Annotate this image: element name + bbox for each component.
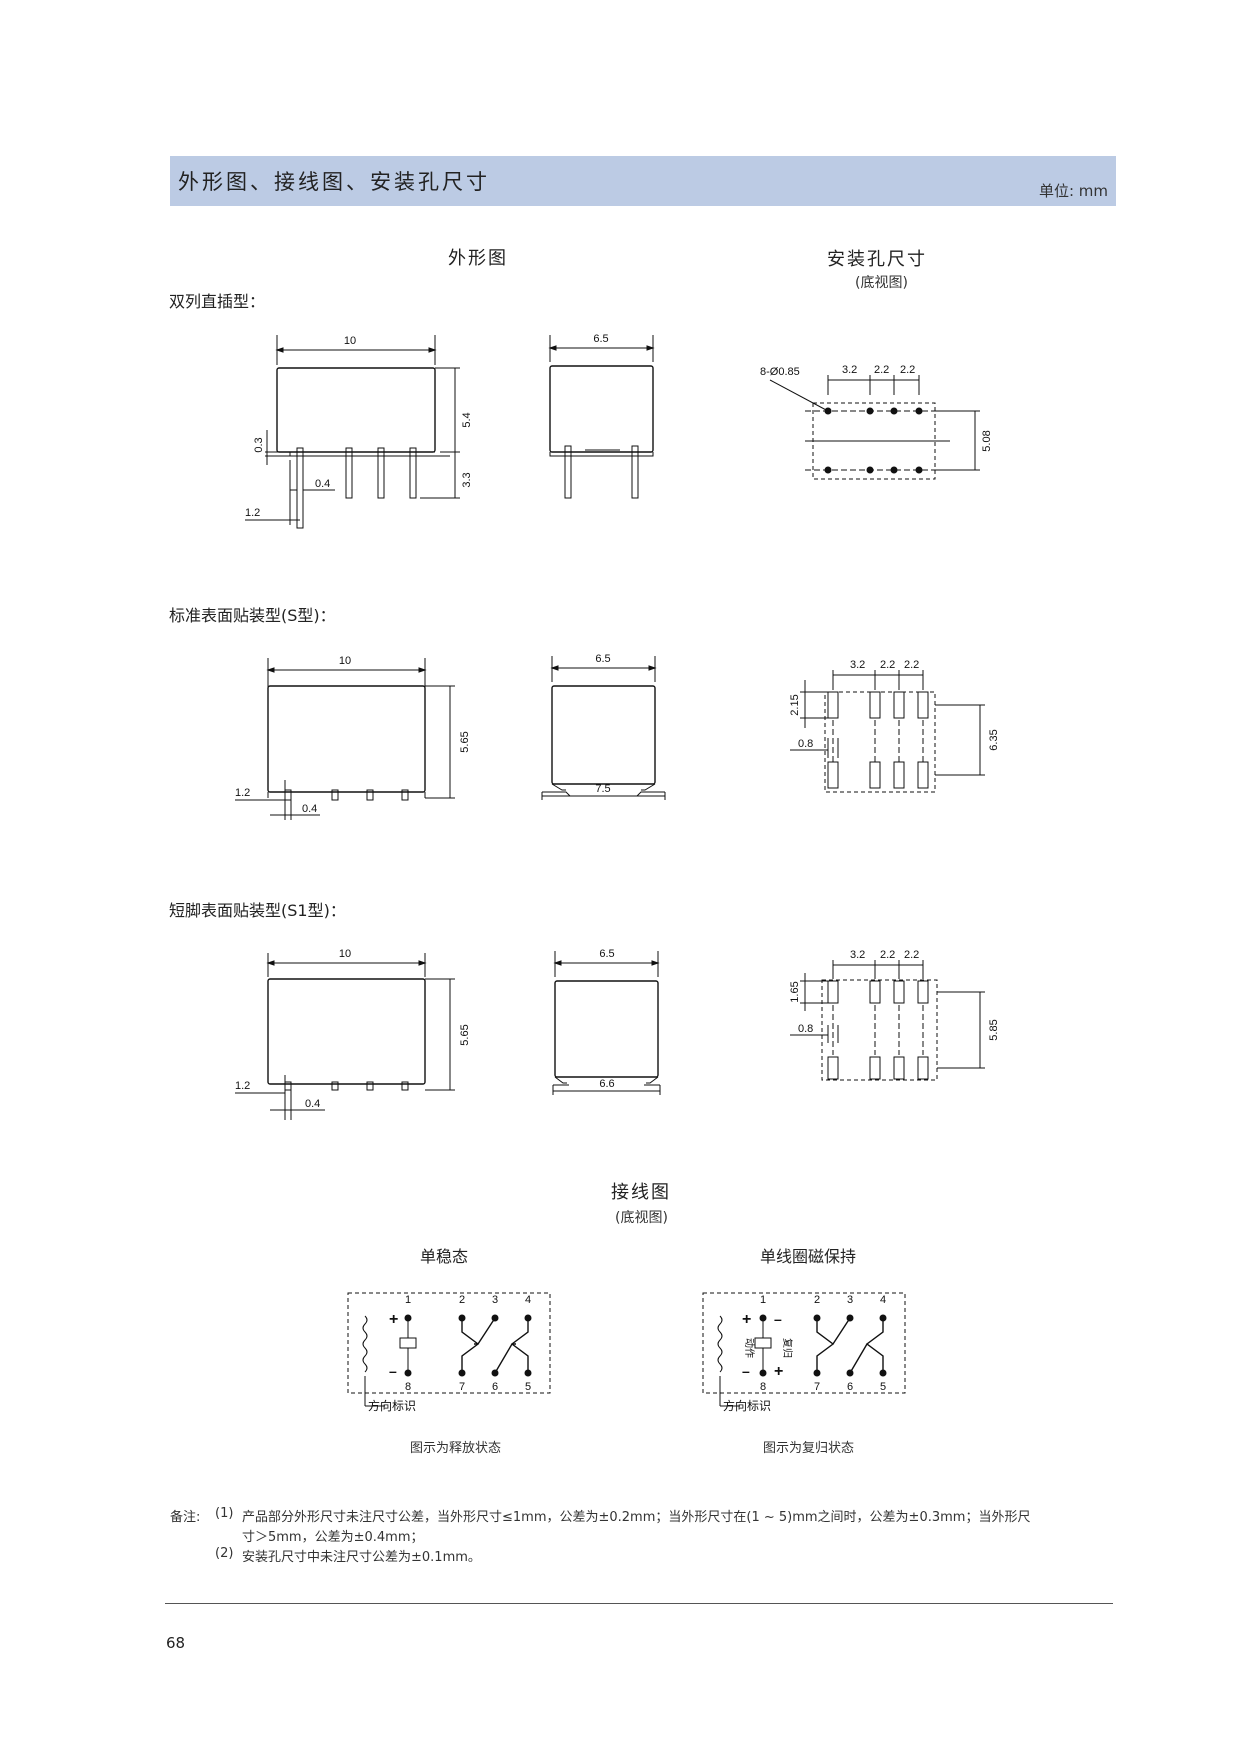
outline-title: 外形图 bbox=[448, 248, 508, 269]
type-smt-s1-label: 短脚表面贴装型(S1型)： bbox=[169, 901, 346, 920]
single-stable-diagram: 1 2 3 4 8 7 6 5 + – 方向标识 bbox=[347, 1292, 551, 1413]
pin-8: 8 bbox=[405, 1381, 411, 1393]
s-dim-pin-width: 0.4 bbox=[302, 803, 317, 815]
s-pad-pattern: 3.2 2.2 2.2 2.15 0.8 6.35 bbox=[789, 659, 1000, 793]
dip-dim-standoff: 0.3 bbox=[253, 437, 265, 452]
latching-diagram: 1 2 3 4 8 7 6 5 + – – + 动作 复归 方向标识 bbox=[702, 1292, 906, 1413]
dip-dim-row: 5.08 bbox=[981, 430, 993, 451]
latch-pin-4: 4 bbox=[880, 1294, 886, 1306]
pin-2: 2 bbox=[459, 1294, 465, 1306]
s-dim-pitch2: 2.2 bbox=[880, 659, 895, 671]
s1-dim-pitch2: 2.2 bbox=[880, 949, 895, 961]
s1-dim-foot: 6.6 bbox=[599, 1078, 614, 1090]
plus-sign: + bbox=[389, 1311, 398, 1328]
note-2-number: (2) bbox=[215, 1546, 234, 1561]
s1-dim-pad-width: 0.8 bbox=[798, 1023, 813, 1035]
mount-title: 安装孔尺寸 bbox=[827, 249, 927, 270]
s1-side-view: 10 5.65 1.2 0.4 bbox=[235, 948, 471, 1120]
latching-title: 单线圈磁保持 bbox=[760, 1247, 857, 1266]
s-dim-pad-width: 0.8 bbox=[798, 738, 813, 750]
latch-pin-6: 6 bbox=[847, 1381, 853, 1393]
latch-pin-3: 3 bbox=[847, 1294, 853, 1306]
s1-dim-pitch3: 2.2 bbox=[904, 949, 919, 961]
latch-pin-7: 7 bbox=[814, 1381, 820, 1393]
s1-end-view: 6.5 6.6 bbox=[552, 948, 661, 1095]
s-dim-row: 6.35 bbox=[988, 729, 1000, 750]
s-dim-pin-offset: 1.2 bbox=[235, 787, 250, 799]
latching-caption: 图示为复归状态 bbox=[763, 1441, 855, 1456]
set-label: 动作 bbox=[743, 1338, 755, 1358]
pin-6: 6 bbox=[492, 1381, 498, 1393]
dip-side-view: 10 5.4 0.3 3.3 0.4 1.2 bbox=[245, 335, 473, 529]
pin-1: 1 bbox=[405, 1294, 411, 1306]
section-header-bar: 外形图、接线图、安装孔尺寸 单位: mm bbox=[170, 156, 1116, 206]
dip-dim-height: 5.4 bbox=[461, 412, 473, 427]
note-1-line-a: 产品部分外形尺寸未注尺寸公差，当外形尺寸≤1mm，公差为±0.2mm；当外形尺寸… bbox=[242, 1510, 1031, 1525]
s1-dim-pad-height: 1.65 bbox=[789, 981, 801, 1002]
latch-pin-5: 5 bbox=[880, 1381, 886, 1393]
type-smt-s-label: 标准表面贴装型(S型)： bbox=[169, 606, 336, 625]
orientation-mark-label: 方向标识 bbox=[368, 1398, 416, 1413]
s-dim-pitch1: 3.2 bbox=[850, 659, 865, 671]
section-title: 外形图、接线图、安装孔尺寸 bbox=[178, 170, 490, 194]
minus-sign: – bbox=[389, 1363, 397, 1379]
single-stable-title: 单稳态 bbox=[420, 1247, 469, 1266]
s-side-view: 10 5.65 1.2 0.4 bbox=[235, 655, 471, 820]
note-2-text: 安装孔尺寸中未注尺寸公差为±0.1mm。 bbox=[242, 1550, 481, 1565]
dip-dim-length: 10 bbox=[344, 335, 356, 347]
dip-dim-pitch3: 2.2 bbox=[900, 364, 915, 376]
s-dim-width: 6.5 bbox=[595, 653, 610, 665]
dip-dim-pitch1: 3.2 bbox=[842, 364, 857, 376]
page-number: 68 bbox=[166, 1634, 186, 1652]
s1-dim-row: 5.85 bbox=[988, 1019, 1000, 1040]
pin-5: 5 bbox=[525, 1381, 531, 1393]
mount-subtitle: (底视图) bbox=[855, 275, 908, 291]
pin-7: 7 bbox=[459, 1381, 465, 1393]
reset-label: 复归 bbox=[781, 1338, 794, 1358]
dip-dim-pin-length: 3.3 bbox=[461, 472, 473, 487]
dip-dim-holes: 8-Ø0.85 bbox=[760, 366, 800, 378]
s1-dim-pin-width: 0.4 bbox=[305, 1098, 320, 1110]
note-1-number: (1) bbox=[215, 1506, 234, 1521]
dip-dim-width: 6.5 bbox=[593, 333, 608, 345]
footer-rule bbox=[165, 1603, 1113, 1604]
s1-dim-pin-offset: 1.2 bbox=[235, 1080, 250, 1092]
s1-pad-pattern: 3.2 2.2 2.2 1.65 0.8 5.85 bbox=[789, 949, 1000, 1081]
latch-pin-8: 8 bbox=[760, 1381, 766, 1393]
s-dim-pad-height: 2.15 bbox=[789, 694, 801, 715]
dip-hole-pattern: 8-Ø0.85 3.2 2.2 2.2 5.08 bbox=[760, 364, 993, 480]
dip-dim-pitch2: 2.2 bbox=[874, 364, 889, 376]
type-dip-label: 双列直插型： bbox=[169, 292, 266, 311]
s1-dim-width: 6.5 bbox=[599, 948, 614, 960]
latch-minus-bottom: – bbox=[742, 1363, 750, 1379]
notes-label: 备注: bbox=[170, 1510, 201, 1525]
latch-pin-1: 1 bbox=[760, 1294, 766, 1306]
s-dim-foot: 7.5 bbox=[595, 783, 610, 795]
s-end-view: 6.5 7.5 bbox=[541, 653, 666, 800]
latch-pin-2: 2 bbox=[814, 1294, 820, 1306]
s-dim-length: 10 bbox=[339, 655, 351, 667]
wiring-subtitle: (底视图) bbox=[615, 1210, 668, 1226]
pin-4: 4 bbox=[525, 1294, 531, 1306]
single-stable-caption: 图示为释放状态 bbox=[410, 1441, 502, 1456]
s1-dim-length: 10 bbox=[339, 948, 351, 960]
latch-plus-top: + bbox=[742, 1311, 751, 1328]
latch-minus-top: – bbox=[774, 1311, 782, 1327]
latch-orientation-mark-label: 方向标识 bbox=[723, 1398, 771, 1413]
latch-plus-bottom: + bbox=[774, 1363, 783, 1380]
dip-end-view: 6.5 bbox=[548, 333, 655, 499]
wiring-title: 接线图 bbox=[611, 1182, 671, 1203]
unit-label: 单位: mm bbox=[1038, 182, 1108, 200]
s-dim-height: 5.65 bbox=[459, 731, 471, 752]
note-1-line-b: 寸＞5mm，公差为±0.4mm； bbox=[242, 1530, 424, 1545]
s-dim-pitch3: 2.2 bbox=[904, 659, 919, 671]
dip-dim-pin-offset: 1.2 bbox=[245, 507, 260, 519]
pin-3: 3 bbox=[492, 1294, 498, 1306]
s1-dim-pitch1: 3.2 bbox=[850, 949, 865, 961]
dip-dim-pin-width: 0.4 bbox=[315, 478, 330, 490]
s1-dim-height: 5.65 bbox=[459, 1024, 471, 1045]
